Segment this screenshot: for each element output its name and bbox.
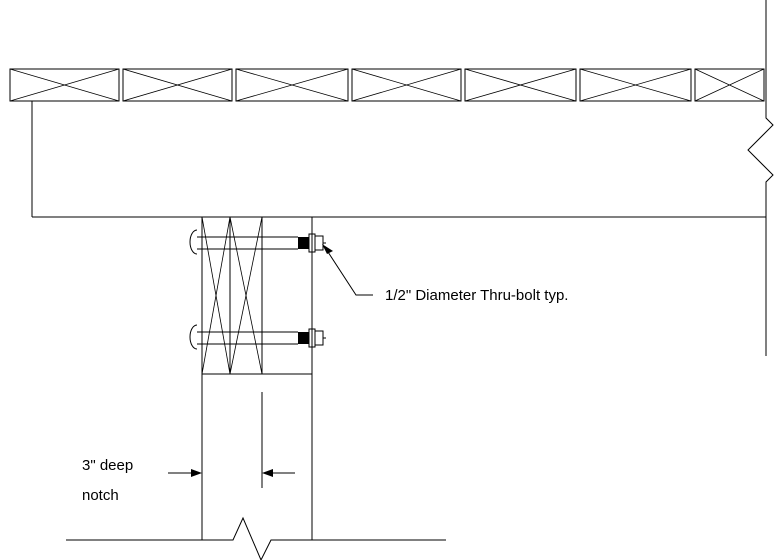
post xyxy=(201,216,313,540)
notch-label-line2: notch xyxy=(82,487,119,504)
notch-label-line1: 3" deep xyxy=(82,457,133,474)
notch-dimension xyxy=(168,469,295,477)
break-line xyxy=(66,516,446,560)
thru-bolt xyxy=(189,324,326,350)
deck-board xyxy=(464,68,577,102)
bolt-leader xyxy=(322,244,373,296)
bolt-note: 1/2" Diameter Thru-bolt typ. xyxy=(385,287,568,304)
wall-break-line xyxy=(747,0,774,356)
beam xyxy=(31,101,766,218)
deck-board xyxy=(694,68,765,102)
deck-board xyxy=(579,68,692,102)
deck-board xyxy=(122,68,233,102)
deck-board xyxy=(9,68,120,102)
deck-board xyxy=(235,68,349,102)
deck-board xyxy=(351,68,462,102)
thru-bolt xyxy=(189,229,326,255)
deck-boards xyxy=(9,68,765,102)
